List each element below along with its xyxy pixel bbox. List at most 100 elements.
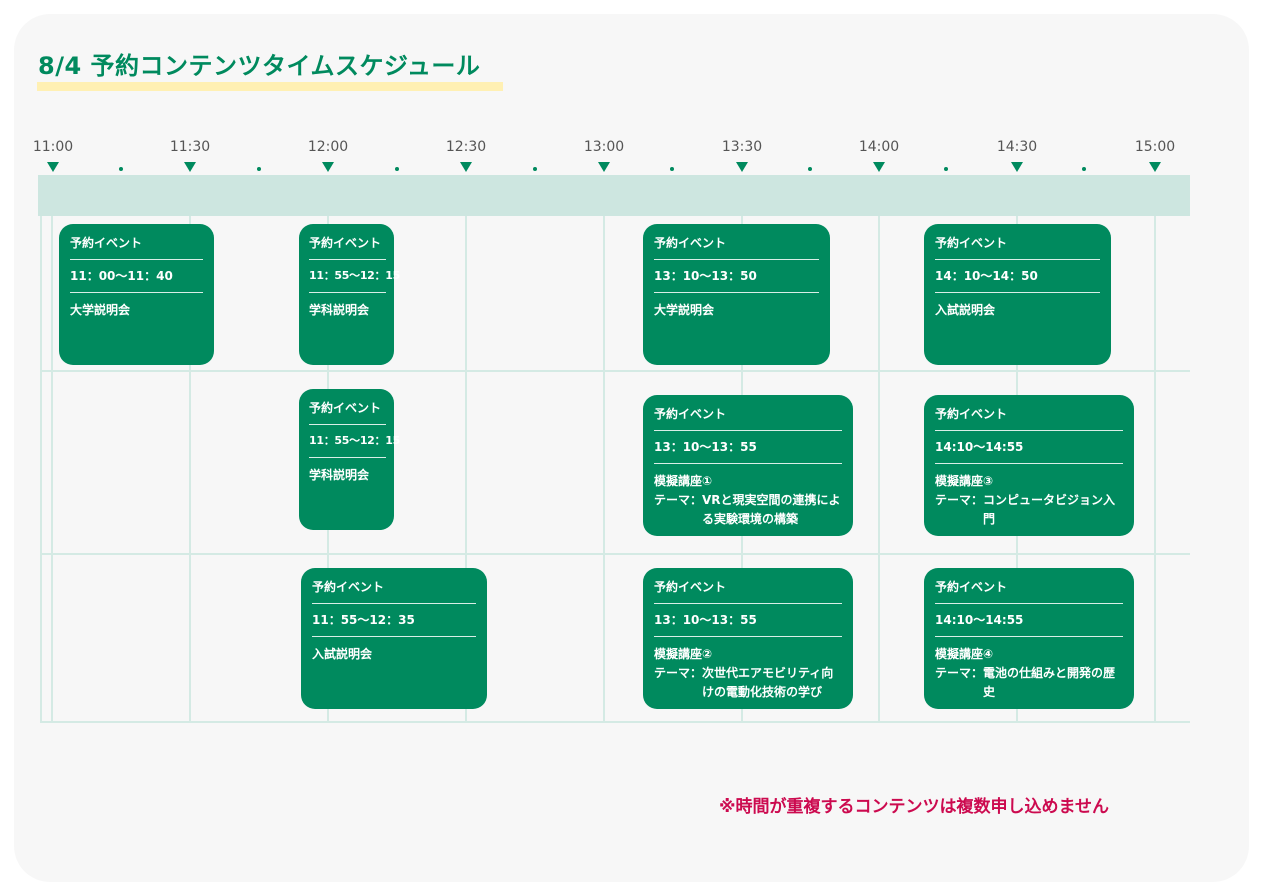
event-divider bbox=[935, 259, 1100, 260]
theme-text: 電池の仕組みと開発の歴史 bbox=[983, 666, 1116, 699]
event-divider bbox=[70, 292, 203, 293]
event-divider bbox=[309, 457, 386, 458]
row-divider bbox=[40, 553, 1190, 555]
event-time: 13：10〜13：50 bbox=[654, 269, 757, 283]
event-divider bbox=[654, 430, 842, 431]
event-card[interactable]: 予約イベント 14:10〜14:55 模擬講座④ テーマ： 電池の仕組みと開発の… bbox=[924, 568, 1134, 709]
event-divider bbox=[312, 636, 476, 637]
event-heading: 予約イベント bbox=[935, 407, 1008, 421]
event-divider bbox=[654, 463, 842, 464]
event-name: 大学説明会 bbox=[70, 303, 131, 317]
tick-label-1400: 14:00 bbox=[858, 139, 900, 155]
event-divider bbox=[309, 292, 386, 293]
event-name: 模擬講座③ bbox=[935, 474, 994, 488]
theme-text: VRと現実空間の連携による実験環境の構築 bbox=[702, 493, 841, 526]
grid-line bbox=[603, 216, 605, 723]
event-heading: 予約イベント bbox=[309, 401, 382, 415]
event-name: 学科説明会 bbox=[309, 468, 370, 482]
event-heading: 予約イベント bbox=[935, 580, 1008, 594]
event-divider bbox=[935, 292, 1100, 293]
event-time: 14:10〜14:55 bbox=[935, 440, 1024, 454]
event-heading: 予約イベント bbox=[935, 236, 1008, 250]
tick-label-1100: 11:00 bbox=[32, 139, 74, 155]
event-card[interactable]: 予約イベント 14:10〜14:55 模擬講座③ テーマ： コンピュータビジョン… bbox=[924, 395, 1134, 536]
event-theme: テーマ： 次世代エアモビリティ向けの電動化技術の学び bbox=[654, 664, 842, 702]
down-triangle-icon bbox=[873, 162, 885, 172]
event-card[interactable]: 予約イベント 13：10〜13：50 大学説明会 bbox=[643, 224, 830, 365]
event-divider bbox=[935, 636, 1123, 637]
row-divider bbox=[40, 721, 1190, 723]
grid-line bbox=[51, 216, 53, 723]
tick-label-1230: 12:30 bbox=[445, 139, 487, 155]
event-divider bbox=[654, 259, 819, 260]
event-heading: 予約イベント bbox=[654, 580, 727, 594]
page-title: 8/4 予約コンテンツタイムスケジュール bbox=[38, 52, 481, 80]
quarter-dot bbox=[1082, 167, 1086, 171]
event-divider bbox=[654, 292, 819, 293]
event-name: 学科説明会 bbox=[309, 303, 370, 317]
event-card[interactable]: 予約イベント 14：10〜14：50 入試説明会 bbox=[924, 224, 1111, 365]
event-heading: 予約イベント bbox=[70, 236, 143, 250]
event-time: 13：10〜13：55 bbox=[654, 440, 757, 454]
event-time: 14:10〜14:55 bbox=[935, 613, 1024, 627]
theme-text: 次世代エアモビリティ向けの電動化技術の学び bbox=[702, 666, 834, 699]
theme-prefix: テーマ： bbox=[935, 666, 984, 680]
row-divider bbox=[40, 370, 1190, 372]
event-theme: テーマ： コンピュータビジョン入門 bbox=[935, 491, 1123, 529]
event-heading: 予約イベント bbox=[654, 236, 727, 250]
event-divider bbox=[935, 603, 1123, 604]
down-triangle-icon bbox=[1149, 162, 1161, 172]
theme-text: コンピュータビジョン入門 bbox=[983, 493, 1116, 526]
event-time: 11：55〜12：35 bbox=[312, 613, 415, 627]
event-card[interactable]: 予約イベント 11：55〜12：35 入試説明会 bbox=[301, 568, 487, 709]
event-time: 11：00〜11：40 bbox=[70, 269, 173, 283]
event-heading: 予約イベント bbox=[654, 407, 727, 421]
event-divider bbox=[309, 424, 386, 425]
down-triangle-icon bbox=[598, 162, 610, 172]
down-triangle-icon bbox=[1011, 162, 1023, 172]
tick-label-1200: 12:00 bbox=[307, 139, 349, 155]
event-card[interactable]: 予約イベント 11：55〜12：15 学科説明会 bbox=[299, 224, 400, 365]
theme-prefix: テーマ： bbox=[935, 493, 984, 507]
grid-line bbox=[189, 216, 191, 723]
quarter-dot bbox=[533, 167, 537, 171]
event-theme: テーマ： VRと現実空間の連携による実験環境の構築 bbox=[654, 491, 842, 529]
grid-line bbox=[465, 216, 467, 723]
quarter-dot bbox=[808, 167, 812, 171]
tick-label-1500: 15:00 bbox=[1134, 139, 1176, 155]
event-card[interactable]: 予約イベント 11：00〜11：40 大学説明会 bbox=[59, 224, 214, 365]
event-name: 入試説明会 bbox=[935, 303, 996, 317]
event-divider bbox=[312, 603, 476, 604]
event-divider bbox=[935, 430, 1123, 431]
event-name: 入試説明会 bbox=[312, 647, 373, 661]
down-triangle-icon bbox=[460, 162, 472, 172]
quarter-dot bbox=[395, 167, 399, 171]
event-divider bbox=[309, 259, 386, 260]
quarter-dot bbox=[670, 167, 674, 171]
tick-label-1300: 13:00 bbox=[583, 139, 625, 155]
event-time: 14：10〜14：50 bbox=[935, 269, 1038, 283]
event-divider bbox=[935, 463, 1123, 464]
quarter-dot bbox=[119, 167, 123, 171]
down-triangle-icon bbox=[322, 162, 334, 172]
event-name: 模擬講座② bbox=[654, 647, 713, 661]
grid-line bbox=[1154, 216, 1156, 723]
event-heading: 予約イベント bbox=[312, 580, 385, 594]
event-divider bbox=[654, 603, 842, 604]
event-divider bbox=[654, 636, 842, 637]
event-time: 13：10〜13：55 bbox=[654, 613, 757, 627]
event-time: 11：55〜12：15 bbox=[309, 434, 400, 447]
tick-label-1330: 13:30 bbox=[721, 139, 763, 155]
event-theme: テーマ： 電池の仕組みと開発の歴史 bbox=[935, 664, 1123, 702]
event-time: 11：55〜12：15 bbox=[309, 269, 400, 282]
event-card[interactable]: 予約イベント 13：10〜13：55 模擬講座① テーマ： VRと現実空間の連携… bbox=[643, 395, 853, 536]
event-card[interactable]: 予約イベント 13：10〜13：55 模擬講座② テーマ： 次世代エアモビリティ… bbox=[643, 568, 853, 709]
down-triangle-icon bbox=[47, 162, 59, 172]
down-triangle-icon bbox=[184, 162, 196, 172]
quarter-dot bbox=[944, 167, 948, 171]
event-heading: 予約イベント bbox=[309, 236, 382, 250]
event-name: 模擬講座④ bbox=[935, 647, 994, 661]
event-card[interactable]: 予約イベント 11：55〜12：15 学科説明会 bbox=[299, 389, 400, 530]
title-highlight bbox=[37, 82, 503, 91]
timeline-band bbox=[38, 175, 1190, 216]
